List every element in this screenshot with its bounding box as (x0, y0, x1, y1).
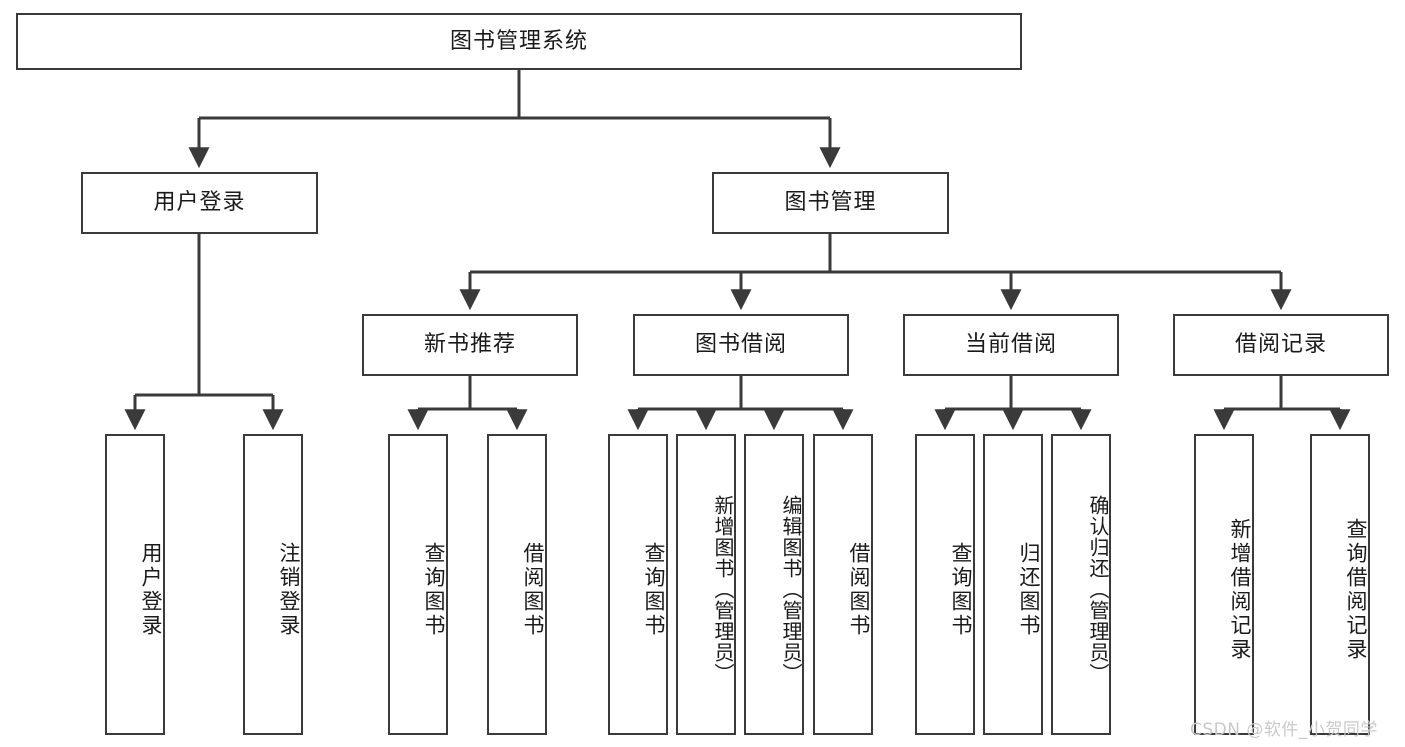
node-root[interactable]: 图书管理系统 (16, 13, 1022, 70)
node-leaf-add-record[interactable]: 新增借阅记录 (1194, 434, 1254, 735)
node-user-login[interactable]: 用户登录 (81, 172, 318, 234)
node-leaf-add-book-label: 新增图书（管理员） (711, 495, 735, 684)
node-leaf-query-book-1[interactable]: 查询图书 (388, 434, 448, 735)
node-leaf-edit-book[interactable]: 编辑图书（管理员） (744, 434, 804, 735)
node-leaf-borrow-book-2[interactable]: 借阅图书 (813, 434, 873, 735)
node-user-login-label: 用户登录 (153, 190, 246, 216)
node-leaf-query-book-2-label: 查询图书 (642, 541, 666, 638)
node-current-borrow[interactable]: 当前借阅 (903, 314, 1119, 376)
node-leaf-confirm-return-label: 确认归还（管理员） (1086, 495, 1110, 684)
node-current-borrow-label: 当前借阅 (964, 332, 1057, 358)
node-leaf-return-book[interactable]: 归还图书 (983, 434, 1043, 735)
node-leaf-return-book-label: 归还图书 (1017, 541, 1041, 638)
node-leaf-borrow-book-2-label: 借阅图书 (847, 541, 871, 638)
node-leaf-confirm-return[interactable]: 确认归还（管理员） (1051, 434, 1111, 735)
node-leaf-query-record[interactable]: 查询借阅记录 (1310, 434, 1370, 735)
csdn-watermark: CSDN @软件_小贺同学 (1190, 720, 1378, 740)
node-leaf-logout-label: 注销登录 (277, 541, 301, 638)
node-leaf-borrow-book-1-label: 借阅图书 (521, 541, 545, 638)
node-leaf-query-book-2[interactable]: 查询图书 (608, 434, 668, 735)
node-book-manage[interactable]: 图书管理 (712, 172, 949, 234)
node-leaf-add-record-label: 新增借阅记录 (1228, 517, 1252, 662)
node-new-book-rec[interactable]: 新书推荐 (362, 314, 578, 376)
node-leaf-user-login[interactable]: 用户登录 (105, 434, 165, 735)
node-book-manage-label: 图书管理 (784, 190, 877, 216)
node-leaf-edit-book-label: 编辑图书（管理员） (779, 495, 803, 684)
node-leaf-logout[interactable]: 注销登录 (243, 434, 303, 735)
node-book-borrow[interactable]: 图书借阅 (633, 314, 849, 376)
node-leaf-user-login-label: 用户登录 (139, 541, 163, 638)
node-borrow-record-label: 借阅记录 (1234, 332, 1327, 358)
node-leaf-query-book-1-label: 查询图书 (422, 541, 446, 638)
node-root-label: 图书管理系统 (449, 28, 588, 54)
node-leaf-borrow-book-1[interactable]: 借阅图书 (487, 434, 547, 735)
node-leaf-query-book-3-label: 查询图书 (949, 541, 973, 638)
node-borrow-record[interactable]: 借阅记录 (1173, 314, 1389, 376)
node-leaf-query-book-3[interactable]: 查询图书 (915, 434, 975, 735)
node-book-borrow-label: 图书借阅 (694, 332, 787, 358)
node-leaf-query-record-label: 查询借阅记录 (1344, 517, 1368, 662)
node-new-book-rec-label: 新书推荐 (423, 332, 516, 358)
node-leaf-add-book[interactable]: 新增图书（管理员） (676, 434, 736, 735)
